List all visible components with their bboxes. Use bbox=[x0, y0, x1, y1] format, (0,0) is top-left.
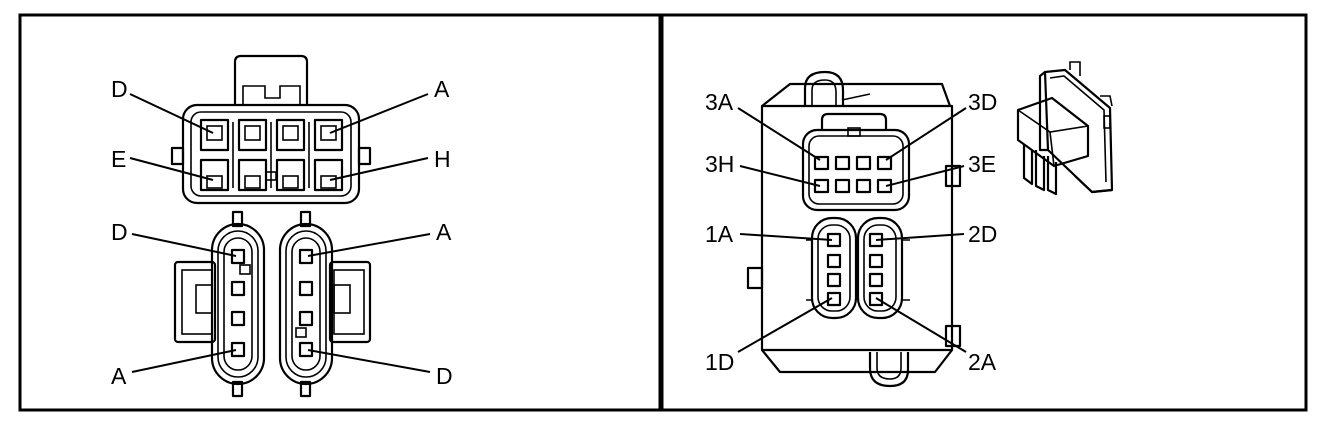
label-d-top: D bbox=[111, 76, 128, 102]
label-3h: 3H bbox=[705, 151, 734, 177]
module-housing: 3A 3D 3H 3E 1A 2D 1D 2A bbox=[705, 70, 997, 388]
label-d-left-round: D bbox=[111, 219, 128, 245]
connector-latch bbox=[233, 54, 309, 105]
module-body bbox=[760, 104, 954, 352]
module-isometric-view bbox=[1016, 61, 1114, 196]
panel-frames bbox=[18, 13, 1308, 412]
lower-left-connector bbox=[810, 216, 858, 320]
label-3e: 3E bbox=[968, 151, 996, 177]
label-d-right-round: D bbox=[436, 363, 453, 389]
connector-body-inner bbox=[190, 111, 352, 197]
upper-connector-pins bbox=[813, 155, 893, 194]
leader-a-top bbox=[329, 93, 429, 134]
label-a-left-round: A bbox=[111, 363, 127, 389]
right-panel-frame bbox=[660, 13, 1308, 412]
label-2a: 2A bbox=[968, 349, 997, 375]
lower-connector-pins bbox=[826, 232, 884, 307]
label-h: H bbox=[434, 146, 451, 172]
connector-body bbox=[181, 103, 361, 205]
bottom-row-cavities bbox=[199, 158, 344, 192]
label-a-right-round: A bbox=[436, 219, 452, 245]
label-1d: 1D bbox=[705, 349, 734, 375]
left-panel-frame bbox=[18, 13, 662, 412]
upper-connector bbox=[801, 128, 911, 212]
label-2d: 2D bbox=[968, 221, 997, 247]
leader-d-top bbox=[129, 93, 214, 134]
right-round-connector: A D bbox=[278, 210, 453, 398]
label-3d: 3D bbox=[968, 89, 997, 115]
top-row-cavities bbox=[199, 118, 344, 152]
label-1a: 1A bbox=[705, 221, 734, 247]
lower-right-connector bbox=[856, 216, 904, 320]
leader-h bbox=[329, 157, 429, 181]
left-round-connector: D A bbox=[111, 210, 266, 398]
latch-inner bbox=[242, 85, 301, 105]
eight-way-connector: D A E H bbox=[111, 54, 451, 205]
leader-e bbox=[129, 157, 214, 181]
label-a-top: A bbox=[434, 76, 450, 102]
label-3a: 3A bbox=[705, 89, 734, 115]
label-e: E bbox=[111, 146, 126, 172]
